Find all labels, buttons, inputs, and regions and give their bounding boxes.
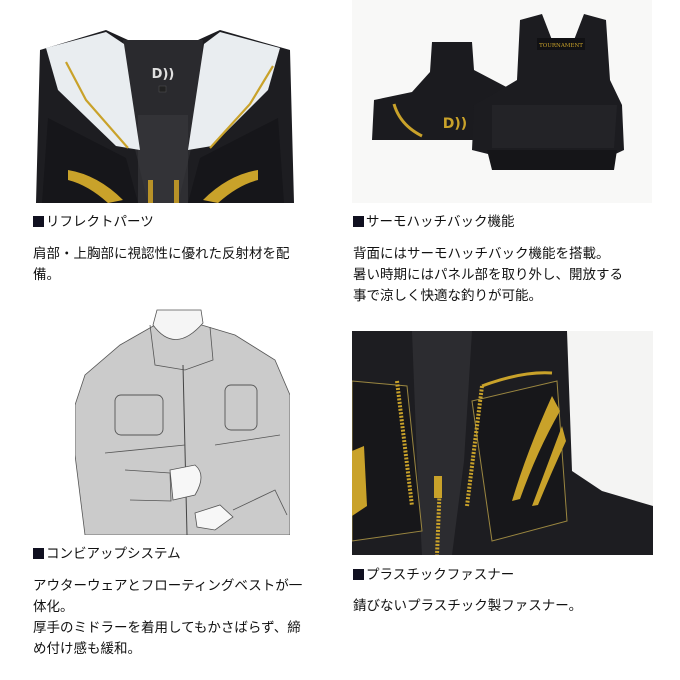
reflect-parts-photo: D))	[28, 0, 299, 203]
square-bullet-icon	[353, 569, 364, 580]
square-bullet-icon	[353, 216, 364, 227]
plastic-zipper-photo	[352, 331, 653, 555]
reflect-parts-description: 肩部・上胸部に視認性に優れた反射材を配 備。	[33, 246, 290, 283]
thermo-hatch-back-photo: D)) TOURNAMENT	[352, 0, 652, 203]
reflect-parts-heading: リフレクトパーツ	[33, 213, 154, 231]
combi-up-illustration	[75, 305, 290, 535]
thermo-hatch-description: 背面にはサーモハッチバック機能を搭載。 暑い時期にはパネル部を取り外し、開放する…	[353, 246, 623, 304]
combi-up-heading: コンビアップシステム	[33, 545, 181, 563]
thermo-hatch-heading: サーモハッチバック機能	[353, 213, 515, 231]
brand-logo: D))	[152, 67, 175, 82]
square-bullet-icon	[33, 216, 44, 227]
plastic-zipper-description: 錆びないプラスチック製ファスナー。	[353, 598, 583, 614]
plastic-zipper-heading: プラスチックファスナー	[353, 566, 514, 584]
square-bullet-icon	[33, 548, 44, 559]
combi-up-description: アウターウェアとフローティングベストが一 体化。 厚手のミドラーを着用してもかさ…	[33, 578, 303, 657]
brand-logo: D))	[443, 116, 467, 132]
tournament-patch: TOURNAMENT	[539, 43, 583, 49]
